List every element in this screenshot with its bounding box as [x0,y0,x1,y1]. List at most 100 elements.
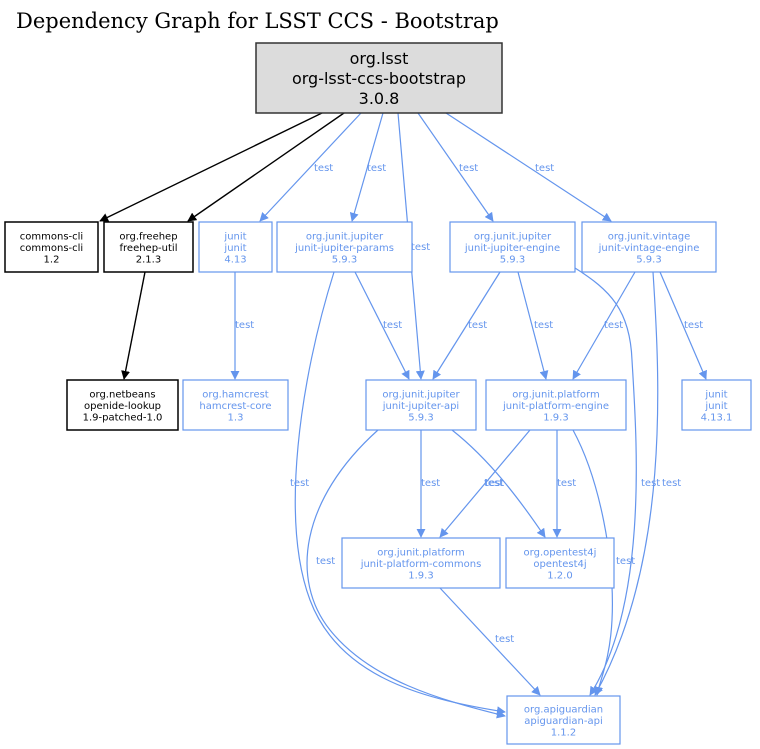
node-box [506,695,621,745]
edge-label: test [495,634,514,645]
node-artifact: junit [704,401,727,412]
node-version: 5.9.3 [408,413,433,424]
node-version: 2.1.3 [136,255,161,266]
node-box [198,221,273,273]
node-box [255,42,503,114]
node-artifact: openide-lookup [84,401,161,412]
node-group: commons-cli [20,232,83,243]
node-platform-commons[interactable]: org.junit.platformjunit-platform-commons… [341,537,501,589]
edge-label: test [604,320,623,331]
node-version: 5.9.3 [332,255,357,266]
edge-label: test [367,163,386,174]
edge-root-to-jupiter-engine [417,112,494,222]
edge-freehep-util-to-openide-lookup [121,271,146,380]
node-artifact: apiguardian-api [524,716,602,727]
node-artifact: junit-platform-commons [360,559,482,570]
node-artifact: org-lsst-ccs-bootstrap [292,69,466,88]
node-version: 1.1.2 [551,728,576,739]
node-artifact: opentest4j [533,559,586,570]
edge-label: test [684,320,703,331]
node-version: 4.13 [224,255,246,266]
node-group: org.junit.jupiter [306,232,384,243]
edge-jupiter-params-to-jupiter-api [354,271,410,380]
node-box [681,379,752,431]
edge-vintage-engine-to-apiguardian [594,271,659,696]
edge-root-to-junit-4.13 [259,112,362,222]
edge-jupiter-api-to-opentest4j [451,429,546,538]
node-artifact: junit-jupiter-params [294,243,394,254]
edge-label: test [421,478,440,489]
node-version: 1.9.3 [543,413,568,424]
node-group: org.junit.jupiter [474,232,552,243]
node-group: junit [223,232,246,243]
node-platform-engine[interactable]: org.junit.platformjunit-platform-engine1… [485,379,627,431]
edge-platform-engine-to-platform-commons [439,429,531,538]
node-group: org.freehep [119,232,177,243]
edge-label: test [485,478,504,489]
node-jupiter-params[interactable]: org.junit.jupiterjunit-jupiter-params5.9… [276,221,413,273]
node-artifact: junit-platform-engine [502,401,609,412]
edge-label: test [484,478,503,489]
edge-label: test [411,242,430,253]
node-version: 1.2.0 [547,571,572,582]
edge-jupiter-engine-to-platform-engine [517,271,549,380]
node-box [4,221,99,273]
node-vintage-engine[interactable]: org.junit.vintagejunit-vintage-engine5.9… [581,221,717,273]
node-group: org.junit.platform [377,548,464,559]
node-artifact: hamcrest-core [199,401,271,412]
edge-jupiter-api-to-apiguardian [306,429,506,719]
node-version: 1.9.3 [408,571,433,582]
node-version: 5.9.3 [636,255,661,266]
edge-label: test [314,163,333,174]
node-group: org.apiguardian [524,705,603,716]
edge-label: test [459,163,478,174]
node-artifact: freehep-util [120,243,178,254]
edge-root-to-freehep-util [187,112,345,222]
node-box [485,379,627,431]
node-artifact: commons-cli [20,243,83,254]
node-version: 1.9-patched-1.0 [83,413,163,424]
node-group: org.junit.platform [512,390,599,401]
node-jupiter-engine[interactable]: org.junit.jupiterjunit-jupiter-engine5.9… [449,221,576,273]
node-group: org.junit.vintage [608,232,691,243]
node-group: junit [704,390,727,401]
edge-label: test [641,478,660,489]
node-group: org.netbeans [89,390,155,401]
edge-label: test [316,556,335,567]
edge-root-to-vintage-engine [445,112,612,222]
node-group: org.opentest4j [524,548,597,559]
node-group: org.lsst [350,49,409,68]
node-artifact: junit-jupiter-engine [464,243,560,254]
edge-label: test [535,163,554,174]
node-openide-lookup[interactable]: org.netbeansopenide-lookup1.9-patched-1.… [66,379,179,431]
node-box [182,379,289,431]
edge-vintage-engine-to-platform-engine [572,271,636,380]
node-box [581,221,717,273]
node-version: 1.2 [44,255,60,266]
edge-platform-engine-to-apiguardian [572,429,613,696]
edge-label: test [616,556,635,567]
edge-label: test [235,320,254,331]
node-box [365,379,477,431]
node-box [505,537,615,589]
edge-label: test [468,320,487,331]
edge-label: test [662,478,681,489]
node-version: 3.0.8 [359,89,400,108]
node-version: 5.9.3 [500,255,525,266]
edge-label: test [557,478,576,489]
node-group: org.hamcrest [202,390,269,401]
edge-label: test [290,478,309,489]
edge-vintage-engine-to-junit-4.13.1 [659,271,707,380]
edge-jupiter-engine-to-apiguardian [574,267,637,696]
